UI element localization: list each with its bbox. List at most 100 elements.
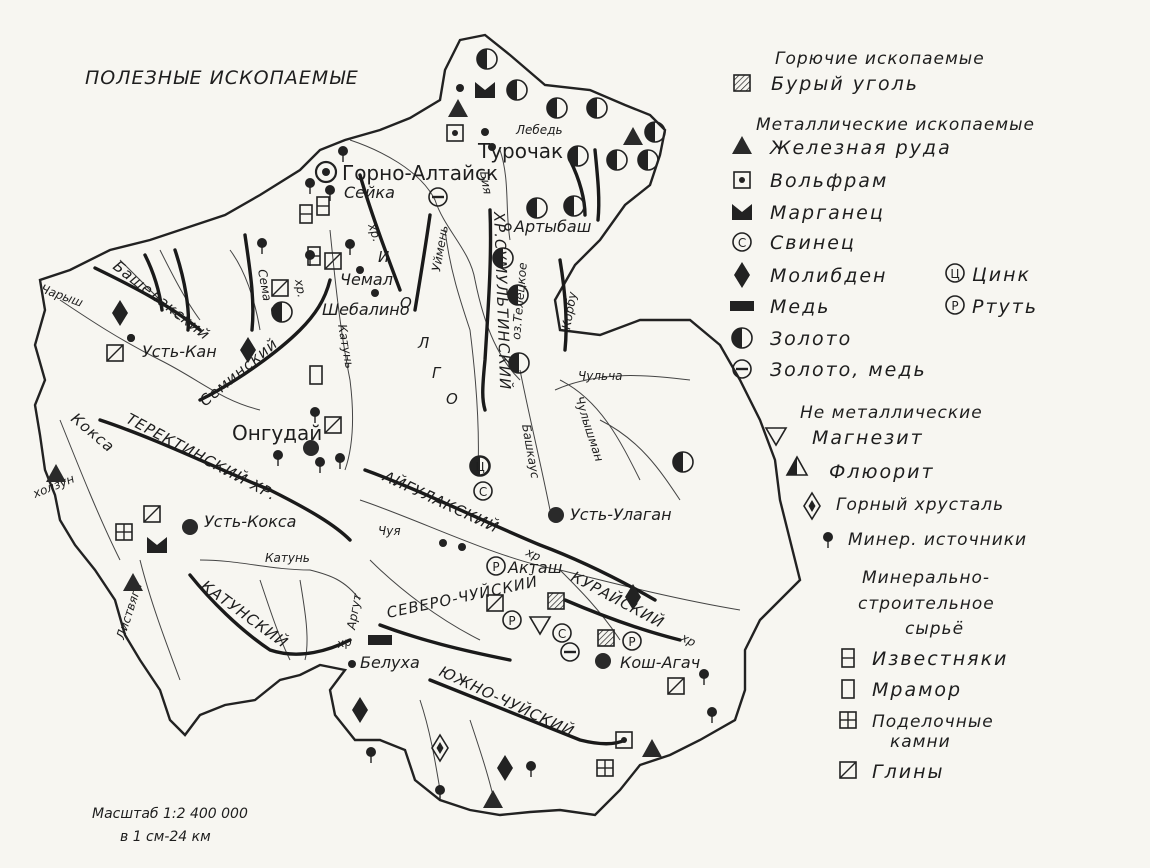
map-scale-note: в 1 см-24 км — [120, 829, 211, 845]
svg-text:Свинец: Свинец — [770, 232, 856, 254]
legend-heading-fuel: Горючие ископаемые — [775, 49, 985, 69]
svg-text:Артыбаш: Артыбаш — [513, 217, 592, 236]
legend-item-iron: Железная руда — [732, 136, 952, 159]
city-turochak: Турочак — [477, 139, 563, 163]
svg-text:Чемал: Чемал — [340, 270, 393, 289]
legend-item-rock-crystal: Горный хрусталь — [803, 492, 1004, 520]
svg-text:Цинк: Цинк — [972, 264, 1031, 286]
legend-item-brown-coal: Бурый уголь — [733, 73, 919, 95]
legend-item-copper: Медь — [730, 296, 830, 318]
river-korbu: Корбу — [559, 290, 580, 331]
city-gorno-altaisk: Горно-Алтайск — [314, 160, 498, 185]
ridge-bashelaksky: Башелакский — [110, 257, 214, 344]
river-argut: Аргут — [344, 591, 364, 631]
ridge-iolgo-1: хр. — [365, 221, 384, 244]
svg-text:камни: камни — [890, 732, 951, 752]
legend-item-fluorite: Флюорит — [786, 456, 935, 483]
svg-text:Усть-Кан: Усть-Кан — [142, 342, 217, 361]
legend-heading-building-3: сырьё — [905, 619, 964, 639]
river-sema: Сема — [255, 268, 274, 302]
legend-heading-building-2: строительное — [858, 594, 995, 614]
svg-text:Вольфрам: Вольфрам — [770, 170, 888, 192]
legend-item-limestone: Известняки — [841, 648, 1008, 670]
svg-text:Флюорит: Флюорит — [829, 461, 935, 483]
svg-text:Золото: Золото — [770, 328, 852, 350]
lake-teletskoe: оз.Телецкое — [509, 262, 530, 340]
legend: Горючие ископаемые Бурый уголь Металличе… — [730, 49, 1038, 783]
ridge-iolgo-5: Г — [432, 364, 442, 382]
region-outline — [33, 33, 802, 817]
svg-text:Медь: Медь — [770, 296, 830, 318]
river-biya: Бия — [477, 170, 495, 195]
svg-text:Белуха: Белуха — [360, 653, 420, 672]
svg-text:Поделочные: Поделочные — [872, 712, 994, 732]
river-katun-1: Катунь — [335, 323, 357, 370]
legend-item-magnesite: Магнезит — [765, 427, 924, 449]
village-chemal: Чемал — [340, 266, 393, 289]
svg-text:Усть-Кокса: Усть-Кокса — [204, 512, 296, 531]
ridge-katunsky-suffix: хр — [335, 634, 354, 651]
ridge-severo-chuisky: СЕВЕРО-ЧУЙСКИЙ — [385, 571, 540, 622]
map-scale: Масштаб 1:2 400 000 — [92, 806, 248, 822]
peak-belukha: Белуха — [348, 653, 420, 672]
legend-item-lead: Свинец — [732, 232, 856, 254]
svg-text:Ртуть: Ртуть — [972, 296, 1038, 318]
legend-heading-building-1: Минерально- — [862, 568, 990, 588]
legend-item-mineral-springs: Минер. источники — [822, 530, 1027, 550]
svg-text:Горно-Алтайск: Горно-Алтайск — [342, 161, 498, 185]
ridge-iolgo-6: О — [446, 390, 459, 408]
river-chulyshman: Чулышман — [572, 395, 606, 464]
ridge-iolgo-3: О — [400, 294, 413, 312]
ridge-katunsky: КАТУНСКИЙ — [198, 576, 293, 652]
legend-item-clays: Глины — [839, 761, 945, 783]
river-charysh: Чарыш — [39, 282, 85, 310]
legend-item-marble: Мрамор — [841, 679, 962, 701]
svg-text:Мрамор: Мрамор — [872, 679, 962, 701]
legend-item-molybdenum: Молибден — [734, 262, 887, 288]
svg-text:Минер. источники: Минер. источники — [848, 530, 1027, 550]
legend-heading-metal: Металлические ископаемые — [756, 115, 1035, 135]
legend-item-mercury: Ртуть — [945, 295, 1038, 318]
ridge-iolgo-4: Л — [417, 334, 430, 352]
legend-item-tungsten: Вольфрам — [733, 170, 888, 192]
river-chulcha: Чульча — [578, 369, 623, 383]
svg-text:Золото, медь: Золото, медь — [770, 359, 927, 381]
svg-text:Акташ: Акташ — [507, 558, 563, 577]
river-chuya: Чуя — [378, 524, 401, 538]
river-bashkaus: Башкаус — [519, 423, 542, 480]
ridge-iolgo-2: И — [378, 248, 390, 266]
svg-text:Турочак: Турочак — [477, 139, 563, 163]
ridge-sema-hr: хр. — [292, 277, 309, 299]
ridge-kuraisky-suffix: хр — [678, 630, 699, 650]
river-koksa: Кокса — [67, 409, 118, 456]
svg-text:Онгудай: Онгудай — [232, 421, 322, 445]
village-ust-ulagan: Усть-Улаган — [548, 505, 672, 524]
svg-text:Магнезит: Магнезит — [812, 427, 924, 449]
village-artybash: Артыбаш — [504, 217, 592, 236]
svg-text:Молибден: Молибден — [770, 265, 887, 287]
legend-item-manganese: Марганец — [732, 202, 883, 224]
village-shebalino: Шебалино — [322, 289, 410, 319]
map-title: ПОЛЕЗНЫЕ ИСКОПАЕМЫЕ — [85, 67, 359, 89]
legend-item-zinc: Цинк — [945, 263, 1031, 286]
ridge-yuzhno-chuisky: ЮЖНО-ЧУЙСКИЙ — [436, 661, 577, 740]
village-aktash: Акташ — [486, 556, 563, 577]
village-kosh-agach: Кош-Агач — [595, 653, 700, 672]
svg-text:Глины: Глины — [872, 761, 945, 783]
svg-text:Шебалино: Шебалино — [322, 300, 410, 319]
legend-item-gold: Золото — [731, 327, 852, 350]
ridge-aigulaksky-suffix: хр — [523, 545, 544, 564]
river-katun-2: Катунь — [265, 551, 310, 565]
river-lebed: Лебедь — [515, 123, 563, 137]
ridge-lines — [93, 148, 682, 746]
svg-text:Бурый уголь: Бурый уголь — [771, 73, 919, 95]
svg-text:Железная руда: Железная руда — [769, 137, 952, 159]
svg-text:Кош-Агач: Кош-Агач — [620, 653, 700, 672]
svg-text:Горный хрусталь: Горный хрусталь — [836, 495, 1004, 515]
village-seika: Сейка — [344, 183, 395, 202]
legend-heading-nonmetal: Не металлические — [800, 403, 983, 423]
svg-text:Усть-Улаган: Усть-Улаган — [570, 505, 672, 524]
svg-text:Известняки: Известняки — [872, 648, 1008, 670]
